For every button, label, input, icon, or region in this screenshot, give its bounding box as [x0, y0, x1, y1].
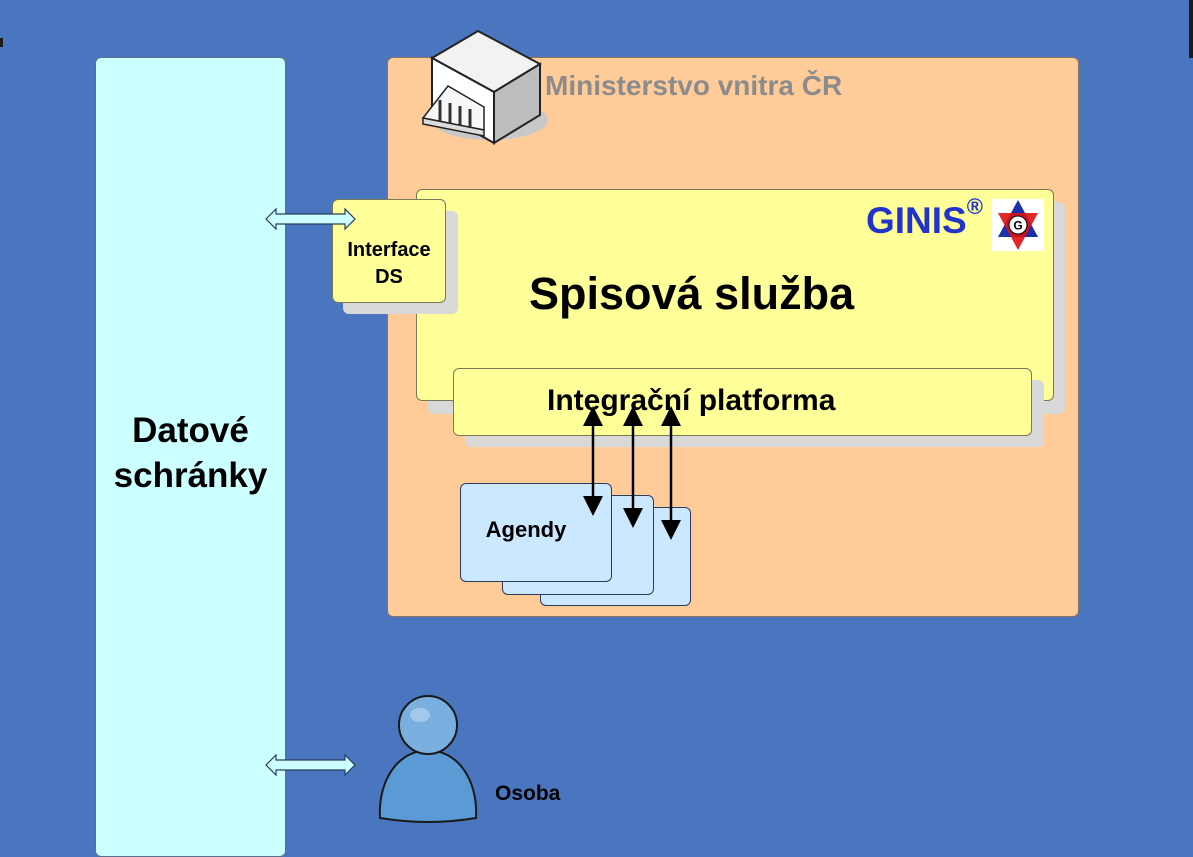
edge-mark-right: [1189, 0, 1193, 58]
agendy-label: Agendy: [485, 517, 567, 542]
ginis-label: GINIS®: [866, 194, 983, 241]
spisova-sluzba-box: [416, 189, 1054, 401]
ginis-registered-mark: ®: [966, 194, 983, 219]
datove-schranky-box: [95, 57, 286, 857]
person-icon: [378, 695, 478, 823]
integracni-platforma-label: Integrační platforma: [547, 384, 836, 417]
ministerstvo-label: Ministerstvo vnitra ČR: [545, 70, 843, 101]
datove-schranky-label: Datové schránky: [113, 411, 268, 495]
osoba-label: Osoba: [495, 782, 561, 805]
spisova-sluzba-label: Spisová služba: [529, 268, 855, 319]
edge-mark: [0, 38, 3, 47]
integracni-platforma-box: [453, 368, 1032, 436]
interface-ds-label: Interface DS: [347, 239, 431, 288]
ginis-logo-letter: G: [1013, 219, 1022, 233]
ginis-logo-icon: G: [992, 199, 1044, 251]
